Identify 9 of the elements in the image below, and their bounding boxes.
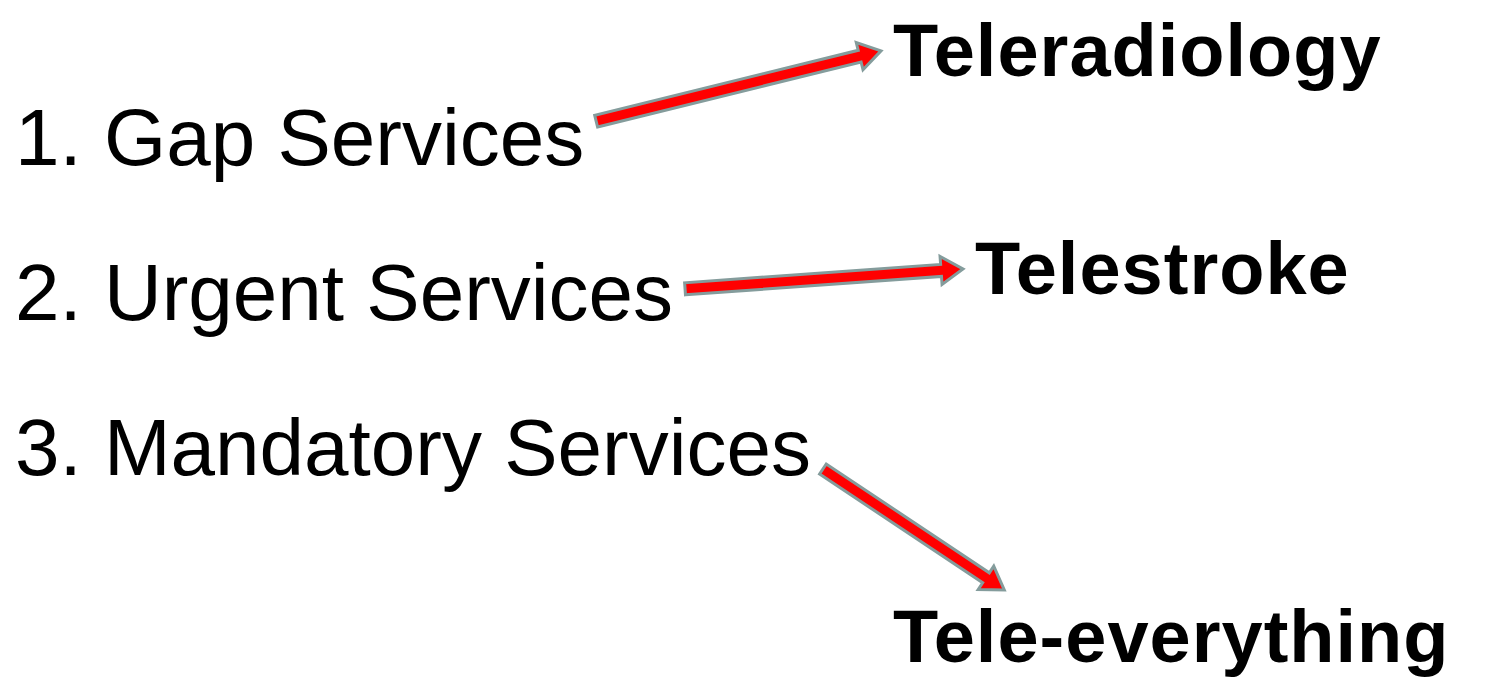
list-item: 2. Urgent Services [15, 251, 674, 335]
heading-text: Telestroke [975, 230, 1350, 308]
heading-text: Tele-everything [893, 598, 1450, 676]
block-arrow [592, 40, 884, 129]
list-item: 1. Gap Services [15, 96, 585, 180]
heading-text: Teleradiology [893, 12, 1382, 90]
block-arrow [683, 253, 966, 297]
block-arrow [817, 461, 1007, 592]
list-item: 3. Mandatory Services [15, 406, 811, 490]
